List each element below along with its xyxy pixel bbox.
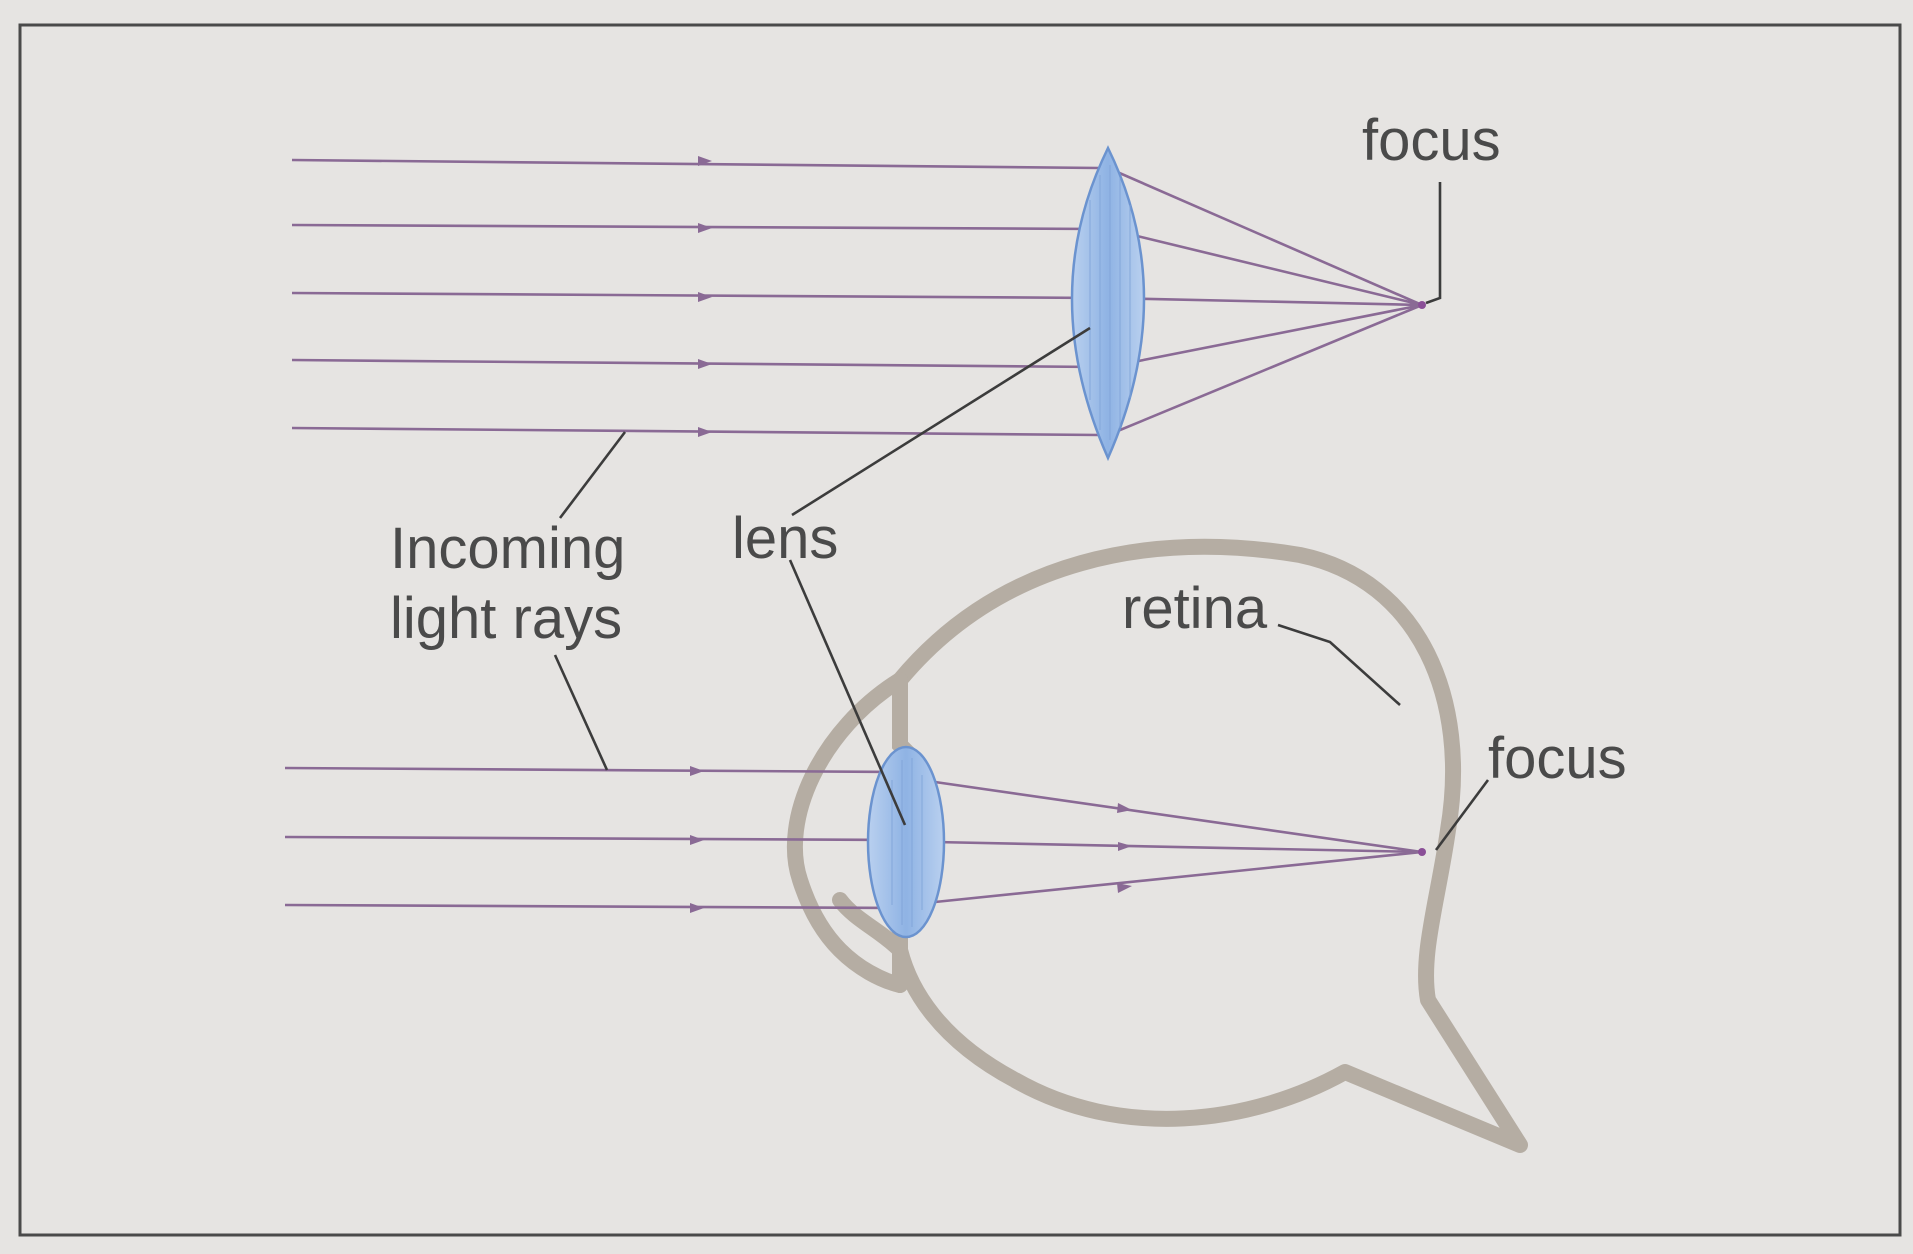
incoming-ray: [292, 160, 1100, 168]
ray-arrowhead: [698, 223, 712, 233]
focus-label-eye: focus: [1488, 726, 1627, 791]
refracted-ray: [1108, 305, 1422, 435]
incoming-ray: [292, 293, 1100, 298]
ray-arrowhead: [1118, 842, 1132, 851]
lens-label: lens: [732, 506, 838, 571]
ray-arrowhead: [690, 766, 704, 776]
incoming-ray: [292, 360, 1100, 367]
ray-arrowhead: [690, 903, 704, 913]
leader-lines: [555, 182, 1488, 850]
incoming-label-line2: light rays: [390, 586, 622, 651]
focus-label-top: focus: [1362, 108, 1501, 173]
incoming-ray: [292, 225, 1100, 229]
ray-arrowhead: [690, 835, 704, 845]
ray-arrowhead: [698, 359, 712, 369]
incoming-ray: [285, 837, 895, 840]
convex-lens: [1072, 148, 1144, 458]
refracted-ray: [935, 852, 1422, 902]
lens-ray-diagram: [292, 148, 1426, 458]
incoming-label-line1: Incoming: [390, 516, 625, 581]
refracted-ray: [935, 782, 1422, 852]
ray-arrowhead: [1117, 803, 1132, 813]
refracted-ray: [1108, 298, 1422, 305]
refracted-ray: [935, 842, 1422, 852]
focal-point: [1418, 301, 1426, 309]
ray-arrowhead: [698, 292, 712, 302]
retina-focal-point: [1418, 848, 1426, 856]
retina-label: retina: [1122, 576, 1268, 641]
lens-top-leader: [792, 328, 1090, 515]
incoming-ray: [292, 428, 1100, 435]
retina-leader: [1278, 625, 1400, 705]
incoming-top-leader: [560, 432, 625, 518]
focus-top-leader: [1426, 182, 1440, 303]
incoming-eye-leader: [555, 655, 607, 770]
eye-lens: [868, 747, 944, 937]
ray-arrowhead: [1117, 883, 1132, 893]
refracted-ray: [1108, 168, 1422, 305]
refracted-ray: [1108, 229, 1422, 305]
ray-arrowhead: [698, 427, 712, 437]
incoming-ray: [285, 768, 895, 772]
refracted-ray: [1108, 305, 1422, 367]
